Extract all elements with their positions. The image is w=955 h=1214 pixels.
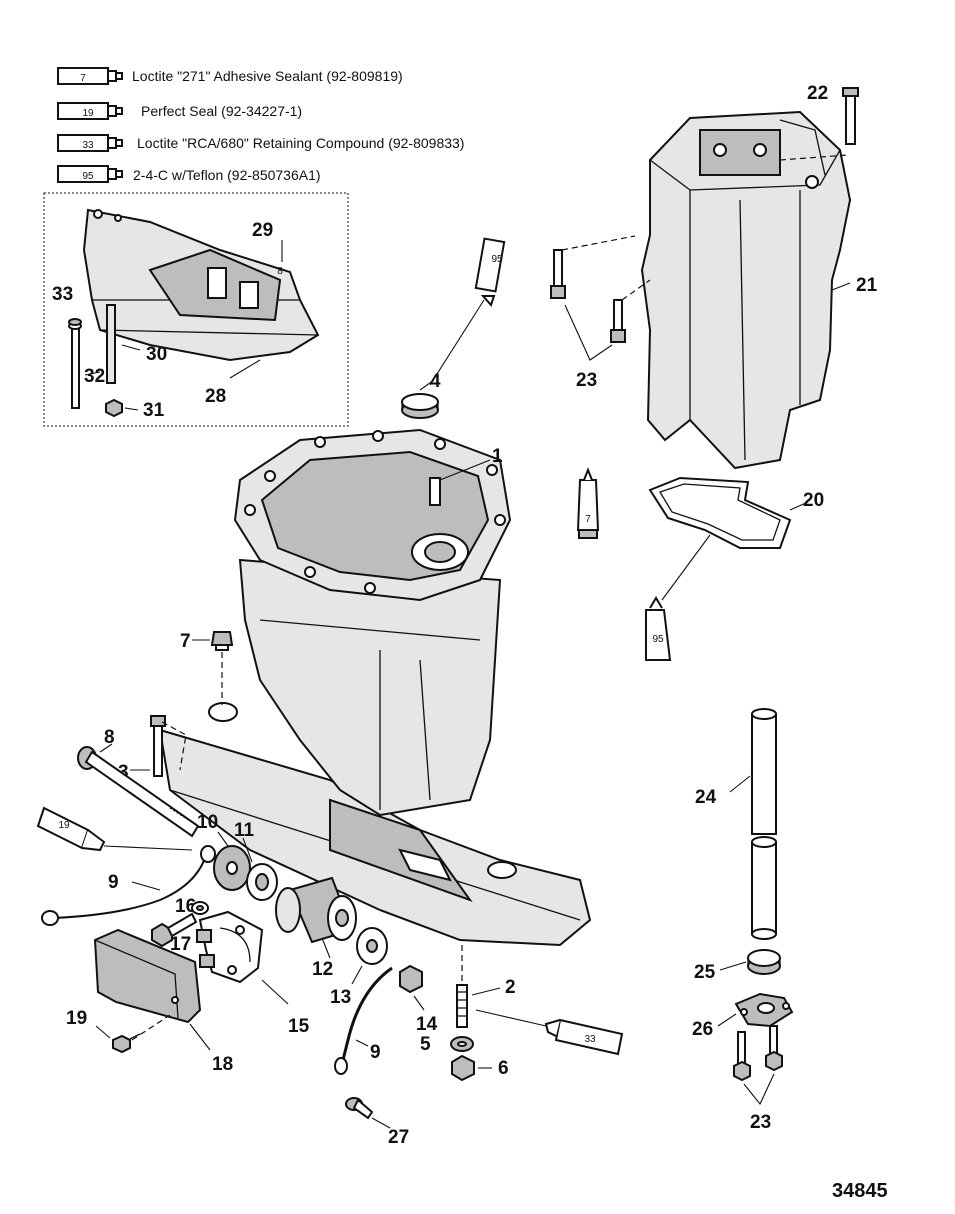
- callout-17: 17: [170, 934, 191, 955]
- ground-strap-9-right: 9: [334, 966, 393, 1075]
- clamp-15: 15: [196, 910, 310, 1037]
- callout-19: 19: [66, 1008, 87, 1029]
- legend-label: Loctite "RCA/680" Retaining Compound (92…: [137, 135, 464, 151]
- callout-25: 25: [694, 962, 716, 983]
- callout-1: 1: [492, 446, 503, 467]
- callout-24: 24: [695, 787, 717, 808]
- washer-17: 17: [170, 901, 209, 955]
- callout-6: 6: [498, 1058, 509, 1079]
- callout-7: 7: [180, 631, 191, 652]
- callout-8: 8: [104, 727, 115, 748]
- inset-box: 29 8 33 30 32 31 28: [43, 192, 349, 427]
- callout-20: 20: [803, 490, 824, 511]
- legend-tube-number: 7: [80, 73, 86, 84]
- plug-7: 7: [180, 631, 234, 705]
- screw-19: 19: [66, 1008, 171, 1054]
- tube-label-95a: 95: [491, 254, 503, 265]
- callout-33: 33: [52, 284, 73, 305]
- legend-tube-number: 33: [82, 140, 94, 151]
- legend-item-perfect-seal: 19 Perfect Seal (92-34227-1): [57, 102, 302, 120]
- cover-18: 18: [93, 928, 233, 1075]
- screw-16: 16: [151, 896, 198, 948]
- callout-12: 12: [312, 959, 333, 980]
- sealant-tube-95-upper: 95: [429, 237, 506, 386]
- callout-9a: 9: [108, 872, 119, 893]
- callout-29: 29: [252, 220, 273, 241]
- callout-9b: 9: [370, 1042, 381, 1063]
- ground-strap-9-left: 9: [41, 845, 216, 926]
- driveshaft-housing-1: 1: [158, 428, 592, 947]
- seal-25: 25: [694, 949, 781, 983]
- screws-23-lower: 23: [733, 1025, 783, 1133]
- sealant-tube-19: 19: [36, 806, 193, 852]
- callout-23b: 23: [750, 1112, 771, 1133]
- bolt-3: 3: [118, 715, 187, 783]
- callout-11: 11: [234, 820, 255, 841]
- callout-32: 32: [84, 366, 105, 387]
- legend-label: Perfect Seal (92-34227-1): [141, 103, 302, 119]
- legend-item-loctite-271: 7 Loctite "271" Adhesive Sealant (92-809…: [57, 67, 403, 85]
- water-tube-housing-26: 26: [692, 992, 794, 1040]
- tube-label-19: 19: [58, 820, 70, 831]
- nut-6: 6: [451, 1054, 509, 1082]
- legend-item-loctite-rca-680: 33 Loctite "RCA/680" Retaining Compound …: [57, 134, 464, 152]
- callout-26: 26: [692, 1019, 713, 1040]
- sealant-tube-95-right: 95: [645, 534, 711, 661]
- washer-13: 13: [330, 927, 388, 1008]
- legend-tube-number: 95: [82, 171, 94, 182]
- callout-31: 31: [143, 400, 165, 421]
- legend: 7 Loctite "271" Adhesive Sealant (92-809…: [57, 67, 464, 183]
- callout-22: 22: [807, 83, 828, 104]
- tube-label-33: 33: [584, 1034, 596, 1045]
- washer-5: 5: [420, 1034, 474, 1055]
- sealant-tube-7: 7: [576, 467, 600, 539]
- drawing-number: 34845: [832, 1180, 888, 1202]
- legend-item-2-4-c: 95 2-4-C w/Teflon (92-850736A1): [57, 165, 321, 183]
- adapter-plate-21: 22 21 23: [550, 83, 878, 470]
- callout-27: 27: [388, 1127, 409, 1148]
- callout-5: 5: [420, 1034, 431, 1055]
- tube-label-7: 7: [585, 514, 591, 525]
- bolt-8: 8: [77, 727, 200, 838]
- callout-18: 18: [212, 1054, 233, 1075]
- callout-10: 10: [197, 812, 218, 833]
- callout-28: 28: [205, 386, 226, 407]
- rubber-mount-12: 12: [275, 876, 357, 980]
- legend-tube-number: 19: [82, 108, 94, 119]
- callout-14: 14: [416, 1014, 438, 1035]
- callout-23: 23: [576, 370, 597, 391]
- gasket-20: 20: [648, 476, 824, 549]
- washers-10-11: 10 11: [197, 812, 278, 901]
- nut-14: 14: [399, 964, 438, 1035]
- callout-21: 21: [856, 275, 878, 296]
- callout-30: 30: [146, 344, 167, 365]
- legend-label: 2-4-C w/Teflon (92-850736A1): [133, 167, 321, 183]
- callout-4: 4: [430, 371, 441, 392]
- stud-2: 2: [456, 945, 516, 1028]
- screw-27: 27: [345, 1097, 409, 1148]
- callout-2: 2: [505, 977, 516, 998]
- callout-16: 16: [175, 896, 196, 917]
- legend-label: Loctite "271" Adhesive Sealant (92-80981…: [132, 68, 403, 84]
- callout-15: 15: [288, 1016, 310, 1037]
- callout-3: 3: [118, 762, 129, 783]
- seal-4: 4: [401, 371, 441, 419]
- tube-label-95b: 95: [652, 634, 664, 645]
- water-tube-24: 24: [695, 708, 777, 940]
- tube-label-inset: 8: [277, 266, 283, 277]
- callout-13: 13: [330, 987, 351, 1008]
- sealant-tube-33: 33: [475, 1009, 624, 1056]
